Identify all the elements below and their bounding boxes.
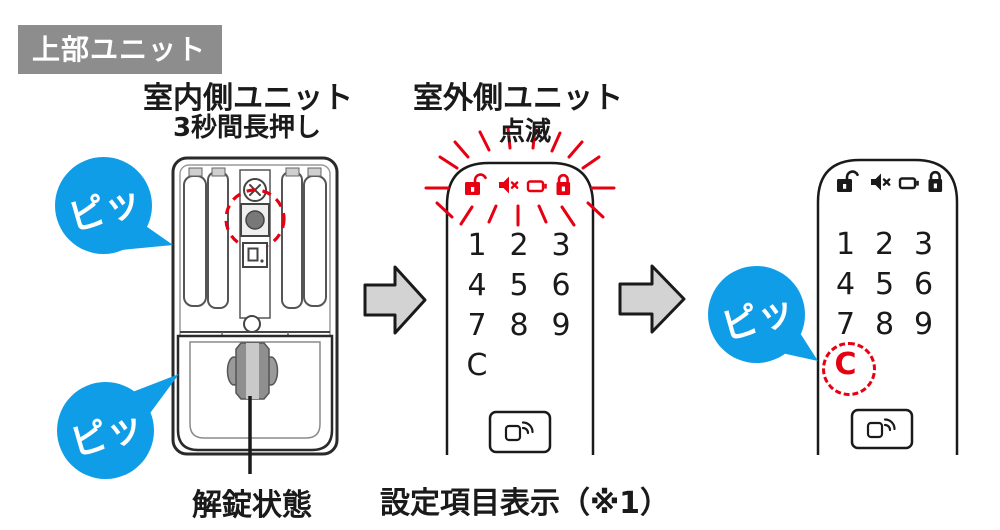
beep-label: ピッ [62, 177, 146, 240]
key-5: 5 [874, 266, 895, 302]
key-6: 6 [913, 266, 934, 302]
key-8: 8 [874, 306, 895, 342]
outdoor-unit-title: 室外側ユニット [413, 81, 623, 116]
key-2: 2 [874, 226, 895, 262]
key-2: 2 [509, 227, 529, 263]
key-clear-highlight: C [834, 346, 857, 382]
key-7: 7 [467, 307, 487, 343]
key-9: 9 [551, 307, 571, 343]
beep-bubble-top: ピッ [55, 157, 173, 254]
key-8: 8 [509, 307, 529, 343]
contactless-card-icon [488, 410, 552, 454]
register-button [240, 203, 270, 237]
key-3: 3 [551, 227, 571, 263]
clear-key-dashed-circle [822, 342, 876, 396]
arrow-right-icon [618, 264, 686, 334]
press-target-dashed-circle [224, 188, 286, 250]
key-4: 4 [467, 267, 487, 303]
beep-bubble-result: ピッ [708, 266, 818, 363]
key-6: 6 [551, 267, 571, 303]
indicator-display [242, 242, 268, 268]
beep-label: ピッ [64, 402, 148, 465]
outdoor-keypad-illustration [424, 126, 616, 455]
section-badge: 上部ユニット [18, 25, 223, 74]
result-keypad-digits: 1 2 3 4 5 6 7 8 9 C [826, 224, 943, 384]
key-7: 7 [835, 306, 856, 342]
indoor-unit-illustration [171, 156, 339, 474]
setting-display-caption: 設定項目表示（※1） [379, 486, 671, 521]
indoor-unit-instruction: 3秒間長押し [172, 113, 322, 143]
unlock-state-caption: 解錠状態 [192, 488, 312, 523]
key-5: 5 [509, 267, 529, 303]
key-9: 9 [913, 306, 934, 342]
outdoor-keypad-digits: 1 2 3 4 5 6 7 8 9 C [456, 225, 582, 385]
key-4: 4 [835, 266, 856, 302]
key-clear: C [466, 347, 488, 383]
blink-rays [424, 126, 616, 227]
contactless-card-icon [850, 408, 914, 450]
thumbturn-knob [226, 342, 279, 400]
arrow-right-icon [363, 265, 427, 335]
key-1: 1 [467, 227, 487, 263]
blink-label: 点滅 [498, 117, 552, 147]
key-1: 1 [835, 226, 856, 262]
beep-label: ピッ [715, 286, 799, 349]
key-3: 3 [913, 226, 934, 262]
beep-bubble-bottom: ピッ [57, 374, 179, 479]
indoor-unit-title: 室内側ユニット [143, 81, 353, 116]
